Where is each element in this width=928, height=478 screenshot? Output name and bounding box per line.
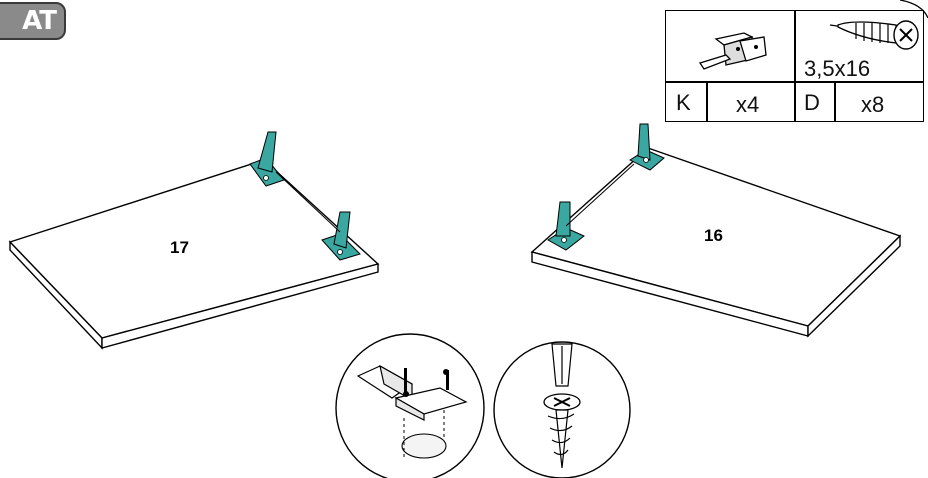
part-qty-k: x4 — [736, 92, 760, 117]
panel-16 — [530, 147, 902, 338]
bracket-16a — [628, 123, 665, 171]
panel-17-label: 17 — [170, 238, 189, 257]
bracket-17b — [321, 211, 361, 261]
part-code-d: D — [804, 90, 820, 115]
screw-icon — [829, 20, 919, 50]
bracket-16b — [547, 201, 585, 251]
screw-size-label: 3,5x16 — [804, 56, 871, 81]
parts-table: 3,5x16 K x4 D x8 — [665, 10, 924, 122]
hinge-detail — [335, 333, 485, 478]
panel-16-label: 16 — [704, 226, 723, 245]
part-qty-d: x8 — [861, 92, 885, 117]
part-code-k: K — [676, 90, 691, 115]
bracket-icon — [698, 32, 767, 70]
screw-detail — [493, 341, 631, 478]
panel-17 — [8, 159, 380, 350]
step-badge: AT 13 — [0, 2, 66, 70]
step-label: AT 13 — [21, 6, 57, 70]
